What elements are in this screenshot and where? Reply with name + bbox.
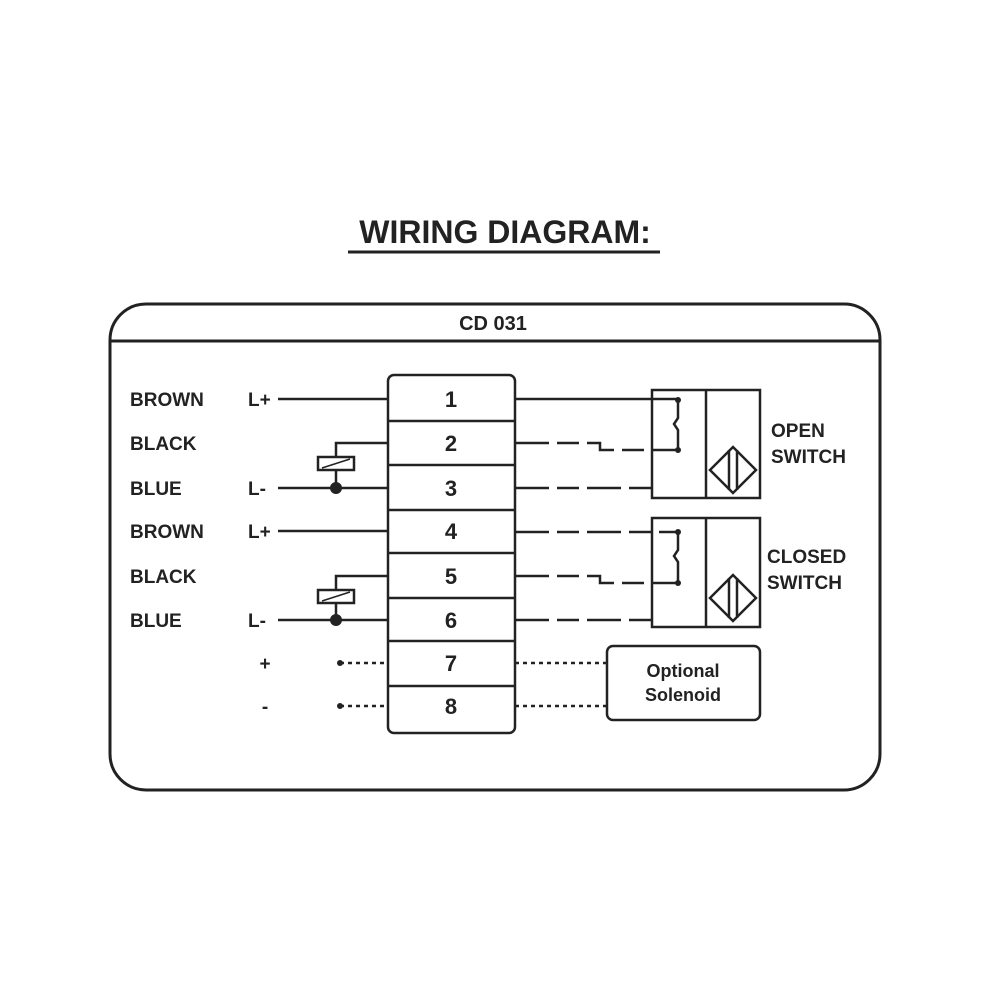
terminal-7: 7: [445, 651, 457, 676]
open-switch-label-2: SWITCH: [771, 447, 846, 468]
terminal-4: 4: [445, 519, 458, 544]
terminal-block: 1 2 3 4 5 6 7 8: [386, 373, 517, 735]
open-switch-sensor: OPEN SWITCH: [650, 388, 846, 500]
wire-color-label: BROWN: [130, 522, 204, 543]
closed-switch-label-2: SWITCH: [767, 573, 842, 594]
polarity-label: L+: [248, 390, 271, 411]
polarity-label: L+: [248, 522, 271, 543]
wire-color-label: BLUE: [130, 611, 182, 632]
model-label: CD 031: [459, 313, 527, 335]
solenoid-label-1: Optional: [647, 661, 720, 681]
junction-dot: [330, 482, 342, 494]
closed-switch-label-1: CLOSED: [767, 547, 846, 568]
wire: [515, 441, 678, 452]
wire: [334, 574, 388, 589]
optional-solenoid: Optional Solenoid: [605, 644, 762, 722]
device-frame: [108, 302, 882, 792]
polarity-label: L-: [248, 479, 266, 500]
terminal-3: 3: [445, 476, 457, 501]
polarity-label: +: [259, 654, 270, 675]
terminal-1: 1: [445, 387, 457, 412]
switch-contact-icon: [672, 529, 681, 586]
polarity-label: L-: [248, 611, 266, 632]
wire: [334, 441, 388, 456]
open-switch-label-1: OPEN: [771, 421, 825, 442]
wires: [278, 397, 678, 709]
wire-color-label: BROWN: [130, 390, 204, 411]
wire: [515, 574, 678, 585]
diagram-title: WIRING DIAGRAM:: [359, 214, 651, 250]
wire-color-label: BLUE: [130, 479, 182, 500]
wire-color-label: BLACK: [130, 434, 197, 455]
terminal-6: 6: [445, 608, 457, 633]
terminal-5: 5: [445, 564, 457, 589]
closed-switch-sensor: CLOSED SWITCH: [650, 516, 846, 629]
solenoid-label-2: Solenoid: [645, 685, 721, 705]
junction-dot: [330, 614, 342, 626]
terminal-2: 2: [445, 431, 457, 456]
proximity-sensor-icon: [708, 445, 758, 495]
polarity-label: -: [262, 697, 268, 718]
wire-color-label: BLACK: [130, 567, 197, 588]
proximity-sensor-icon: [708, 573, 758, 623]
switch-contact-icon: [672, 397, 681, 453]
terminal-8: 8: [445, 694, 457, 719]
wire-labels: BROWN L+ BLACK BLUE L- BROWN L+ BLACK BLUE L- + -: [130, 390, 271, 718]
